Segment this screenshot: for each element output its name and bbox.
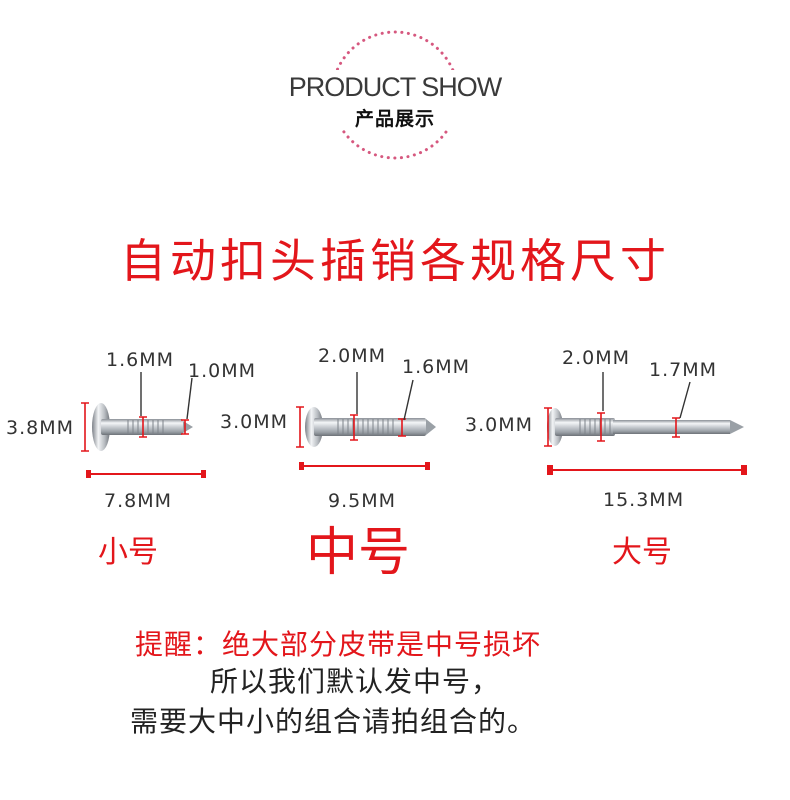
large-pin-image xyxy=(547,408,744,446)
large-tip-diameter: 1.7MM xyxy=(649,359,718,381)
large-length: 15.3MM xyxy=(603,489,685,511)
small-length-bar xyxy=(86,470,206,478)
reminder-note: 提醒：绝大部分皮带是中号损坏 xyxy=(135,628,542,661)
medium-head-height: 3.0MM xyxy=(220,411,289,433)
small-tip-diameter: 1.0MM xyxy=(188,360,257,382)
large-pin-marks xyxy=(544,407,680,447)
combination-note: 需要大中小的组合请拍组合的。 xyxy=(130,705,537,738)
small-size-label: 小号 xyxy=(98,535,158,570)
product-show-subtitle: 产品展示 xyxy=(354,108,435,130)
large-size-label: 大号 xyxy=(612,535,672,570)
medium-pin-image xyxy=(305,407,436,447)
large-head-height: 3.0MM xyxy=(465,414,534,436)
medium-size-label: 中号 xyxy=(306,523,411,583)
small-length: 7.8MM xyxy=(104,490,173,512)
large-body-diameter: 2.0MM xyxy=(562,347,631,369)
small-head-height: 3.8MM xyxy=(6,417,75,439)
spec-headline: 自动扣头插销各规格尺寸 xyxy=(120,234,670,288)
default-size-note: 所以我们默认发中号， xyxy=(210,665,501,698)
medium-length: 9.5MM xyxy=(328,490,397,512)
medium-body-diameter: 2.0MM xyxy=(318,345,387,367)
large-length-bar xyxy=(547,465,747,475)
small-pin-marks xyxy=(81,402,189,452)
medium-length-bar xyxy=(299,462,430,470)
medium-pin-marks xyxy=(296,406,406,448)
product-show-title: PRODUCT SHOW xyxy=(288,72,503,102)
medium-tip-diameter: 1.6MM xyxy=(402,356,471,378)
small-body-diameter: 1.6MM xyxy=(106,349,175,371)
